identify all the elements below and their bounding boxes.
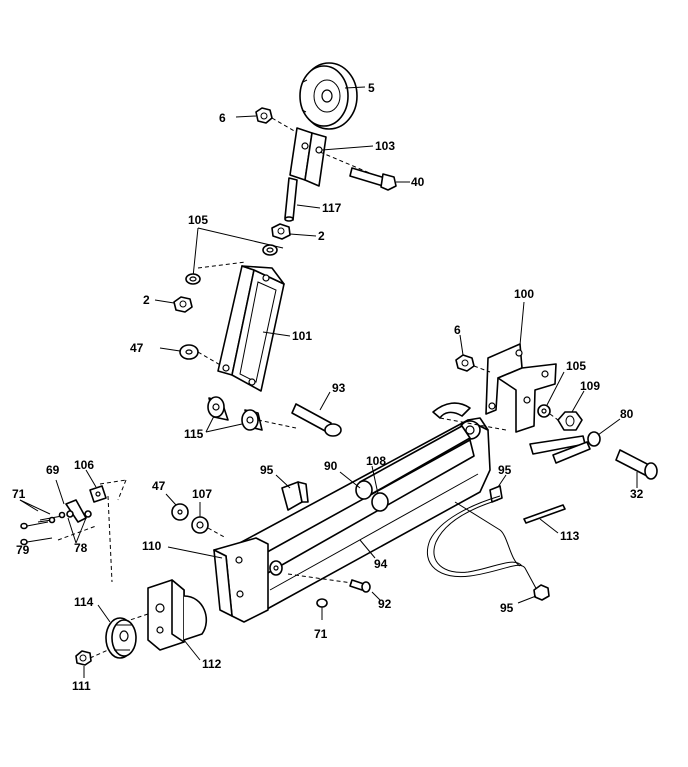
nut-top [255, 107, 273, 124]
callout-100: 100 [514, 287, 535, 301]
callout-2: 2 [143, 293, 150, 307]
callout-107: 107 [192, 487, 213, 501]
callout-109: 109 [580, 379, 601, 393]
callout-110: 110 [142, 539, 162, 553]
callout-2: 2 [318, 229, 325, 243]
nut-111 [75, 650, 92, 666]
bolt-93 [291, 403, 342, 437]
callout-101: 101 [292, 329, 313, 343]
callout-71: 71 [314, 627, 328, 641]
washer-107 [191, 516, 209, 534]
callout-103: 103 [375, 139, 396, 153]
callout-94: 94 [374, 557, 388, 571]
callout-79: 79 [16, 543, 30, 557]
nut-109 [557, 411, 583, 431]
callout-93: 93 [332, 381, 346, 395]
nut-upper [271, 223, 291, 240]
clip-95-left [281, 481, 309, 511]
callout-112: 112 [202, 657, 222, 671]
callout-106: 106 [74, 458, 95, 472]
callout-95: 95 [260, 463, 274, 477]
callout-95: 95 [500, 601, 514, 615]
callout-71: 71 [12, 487, 26, 501]
mounting-bracket [485, 343, 557, 433]
switch-106 [89, 485, 107, 503]
washer-47-lower [171, 503, 189, 521]
lock-washer-left [185, 273, 201, 285]
idler-bracket [289, 127, 327, 187]
callout-78: 78 [74, 541, 88, 555]
callout-114: 114 [74, 595, 94, 609]
callout-47: 47 [152, 479, 166, 493]
nut-right [455, 354, 475, 372]
motor-112 [147, 579, 208, 651]
callout-111: 111 [72, 679, 91, 693]
callout-105: 105 [188, 213, 209, 227]
screw-71-set [37, 511, 66, 524]
spacer-upper [207, 396, 229, 421]
callout-32: 32 [630, 487, 644, 501]
callout-47: 47 [130, 341, 144, 355]
callout-105: 105 [566, 359, 587, 373]
bracket-78 [65, 499, 92, 523]
gear-114 [105, 617, 137, 659]
bolt-71-bottom [316, 598, 328, 620]
cable-end-95 [533, 584, 550, 601]
callout-40: 40 [411, 175, 425, 189]
bolt-92 [349, 579, 371, 593]
idler-pulley [299, 62, 358, 130]
callout-6: 6 [454, 323, 461, 337]
washer-upper [262, 244, 278, 256]
callout-6: 6 [219, 111, 226, 125]
callout-95: 95 [498, 463, 512, 477]
washer-right [537, 404, 551, 418]
cable [426, 495, 539, 593]
mounting-plate [213, 537, 283, 623]
bolt-32 [615, 449, 658, 480]
callout-115: 115 [184, 427, 204, 441]
idler-arm [217, 265, 285, 392]
handle-80 [529, 431, 601, 464]
shaft-117 [284, 177, 298, 222]
callout-5: 5 [368, 81, 375, 95]
pivot-rod [355, 425, 471, 512]
callout-90: 90 [324, 459, 338, 473]
pin-113 [523, 504, 566, 524]
clip-95-right [489, 485, 503, 503]
nut-left [173, 296, 193, 313]
washer-47-upper [179, 344, 199, 360]
callout-113: 113 [560, 529, 580, 543]
callout-117: 117 [322, 201, 342, 215]
screw-79-set [20, 521, 53, 546]
callout-108: 108 [366, 454, 387, 468]
spacer-lower [241, 409, 263, 431]
callout-69: 69 [46, 463, 60, 477]
callout-80: 80 [620, 407, 634, 421]
bolt-40 [349, 167, 397, 191]
callout-92: 92 [378, 597, 392, 611]
